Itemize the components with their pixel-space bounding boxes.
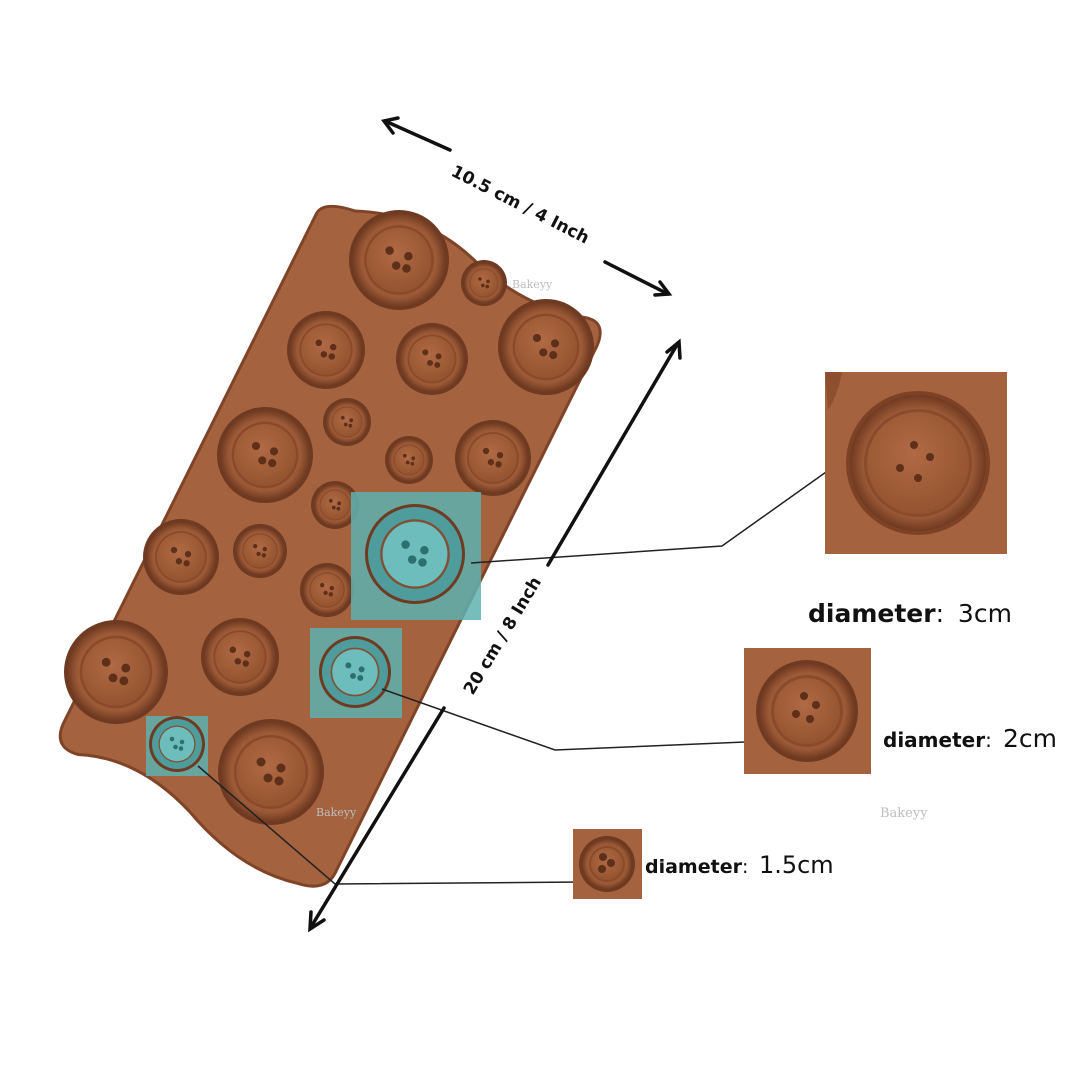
detail-2cm xyxy=(744,648,871,774)
highlighted-buttons xyxy=(149,504,465,772)
diameter-label-3cm: diameter: 3cm xyxy=(808,599,1012,629)
diameter-value: 3cm xyxy=(957,599,1012,628)
button-hole xyxy=(812,701,820,709)
diameter-label-1.5cm: diameter: 1.5cm xyxy=(645,851,834,879)
leader-line-3cm xyxy=(470,454,851,564)
leader-lines xyxy=(197,454,851,885)
diameter-separator: : xyxy=(741,856,749,878)
diameter-separator: : xyxy=(935,599,945,628)
button-hole xyxy=(914,474,922,482)
button-cavities xyxy=(64,210,594,825)
button-cavity xyxy=(143,519,219,595)
button-hole xyxy=(598,865,606,873)
button-cavity xyxy=(461,260,507,306)
button-hole xyxy=(896,464,904,472)
button-hole xyxy=(792,710,800,718)
button-cavity xyxy=(233,524,287,578)
button-cavity xyxy=(217,407,313,503)
diameter-key: diameter xyxy=(645,856,742,878)
brand-watermark: Bakeyy xyxy=(880,806,928,821)
button-hole xyxy=(607,859,615,867)
button-cavity xyxy=(218,719,324,825)
detail-button-holes xyxy=(598,441,934,873)
diameter-label-2cm: diameter: 2cm xyxy=(883,724,1057,753)
button-hole xyxy=(806,715,814,723)
brand-watermark: Bakeyy xyxy=(512,278,553,291)
button-cavity xyxy=(498,299,594,395)
diameter-value: 2cm xyxy=(1002,724,1057,753)
diameter-key: diameter xyxy=(883,728,986,752)
height-dimension-arrow xyxy=(308,338,682,933)
detail-1.5cm xyxy=(573,829,642,899)
button-cavity xyxy=(323,398,371,446)
leader-line-1.5cm xyxy=(197,765,583,885)
highlighted-button-large xyxy=(365,504,465,604)
highlighted-button-small xyxy=(149,716,205,772)
button-cavity xyxy=(311,481,359,529)
diameter-separator: : xyxy=(985,728,992,752)
button-cavity xyxy=(455,420,531,496)
detail-3cm xyxy=(825,372,1007,554)
button-hole xyxy=(800,692,808,700)
button-hole xyxy=(926,453,934,461)
button-cavity xyxy=(300,563,354,617)
button-cavity xyxy=(396,323,468,395)
button-hole xyxy=(910,441,918,449)
button-cavity xyxy=(385,436,433,484)
button-cavity xyxy=(287,311,365,389)
highlighted-button-medium xyxy=(319,636,391,708)
width-dimension-arrow xyxy=(380,116,673,297)
leader-line-2cm xyxy=(381,688,746,751)
brand-watermark: Bakeyy xyxy=(316,806,357,819)
diameter-value: 1.5cm xyxy=(758,851,834,879)
button-cavity xyxy=(64,620,168,724)
button-cavity xyxy=(201,618,279,696)
button-cavity xyxy=(349,210,449,310)
diameter-key: diameter xyxy=(808,599,936,628)
button-hole xyxy=(599,853,607,861)
